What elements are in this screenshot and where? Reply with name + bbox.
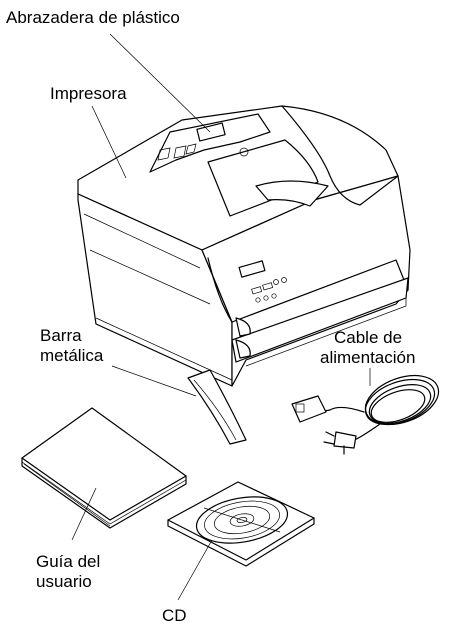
label-user-guide-line2: usuario [36,572,92,591]
label-printer: Impresora [50,84,127,103]
leader-bar [111,365,197,397]
label-power-cable-line1: Cable de [334,328,403,347]
printer-illustration [77,105,411,387]
metal-bar-illustration [187,369,247,445]
label-user-guide-line1: Guía del [36,552,101,571]
user-guide-illustration [21,407,187,529]
leader-printer [91,105,127,179]
label-metal-bar-line2: metálica [40,346,104,365]
leader-guide [71,487,97,541]
power-cable-illustration [291,374,440,455]
leader-clamp [109,33,211,133]
cd-illustration [167,481,315,567]
label-plastic-clamp: Abrazadera de plástico [6,8,180,27]
label-metal-bar-line1: Barra [40,326,82,345]
label-cd: CD [162,606,187,625]
label-power-cable-line2: alimentación [320,348,416,367]
leader-cd [177,539,213,601]
